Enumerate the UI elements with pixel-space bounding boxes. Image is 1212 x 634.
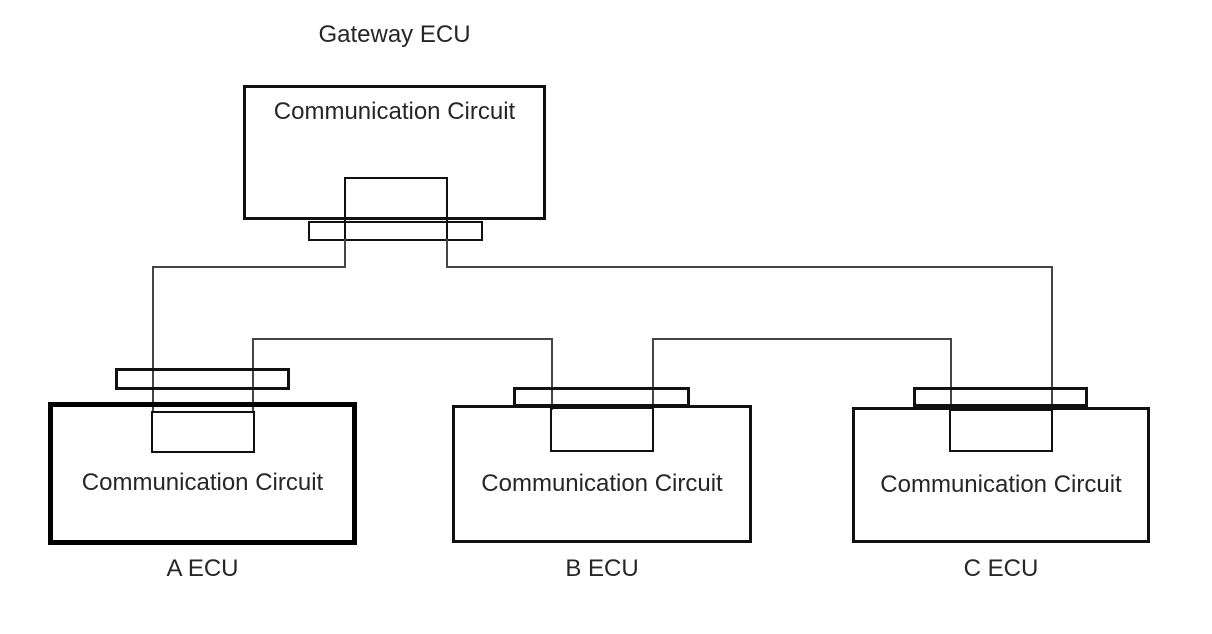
a-ecu-plug bbox=[151, 411, 255, 453]
c-ecu-box bbox=[852, 407, 1150, 543]
c-ecu-label: C ECU bbox=[963, 555, 1039, 582]
b-ecu-communication-circuit-text: Communication Circuit bbox=[481, 470, 723, 497]
wire-b-to-c-vertical-b bbox=[652, 338, 654, 410]
wire-gateway-to-a-vertical bbox=[152, 266, 154, 412]
gateway-connector-bar bbox=[308, 221, 483, 241]
wire-gateway-left-pin-down bbox=[344, 239, 346, 268]
a-ecu-box bbox=[48, 402, 357, 545]
wire-b-to-c-vertical-c bbox=[950, 338, 952, 410]
wire-a-to-b-vertical-a bbox=[252, 338, 254, 412]
b-ecu-label: B ECU bbox=[565, 555, 639, 582]
wire-gateway-to-c-vertical bbox=[1051, 266, 1053, 410]
a-ecu-label: A ECU bbox=[166, 555, 239, 582]
c-ecu-plug bbox=[949, 409, 1053, 452]
c-ecu-connector-bar bbox=[913, 387, 1088, 407]
wire-gateway-to-a-horizontal bbox=[152, 266, 346, 268]
gateway-ecu-box bbox=[243, 85, 546, 220]
b-ecu-plug bbox=[550, 407, 654, 452]
a-ecu-communication-circuit-text: Communication Circuit bbox=[81, 469, 324, 496]
c-ecu-communication-circuit-text: Communication Circuit bbox=[880, 471, 1122, 498]
b-ecu-box bbox=[452, 405, 752, 543]
wire-gateway-right-pin-down bbox=[446, 239, 448, 268]
b-ecu-connector-bar bbox=[513, 387, 690, 407]
wire-gateway-to-c-horizontal bbox=[446, 266, 1053, 268]
wire-a-to-b-horizontal bbox=[252, 338, 553, 340]
gateway-communication-circuit-text: Communication Circuit bbox=[273, 98, 516, 125]
a-ecu-connector-bar bbox=[115, 368, 290, 390]
wire-b-to-c-horizontal bbox=[652, 338, 952, 340]
wire-a-to-b-vertical-b bbox=[551, 338, 553, 410]
gateway-ecu-label: Gateway ECU bbox=[318, 21, 471, 48]
